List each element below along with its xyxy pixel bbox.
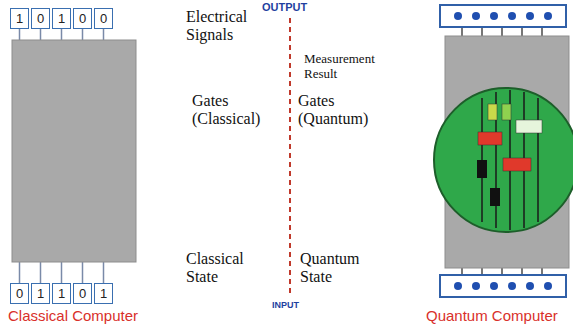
qubit-dots xyxy=(454,12,552,290)
bit-value: 1 xyxy=(58,287,65,300)
signal-label: Electrical Signals xyxy=(186,8,264,45)
bit-value: 0 xyxy=(37,12,44,25)
computer-label: Quantum Computer xyxy=(426,307,571,324)
gates-label: Gates (Quantum) xyxy=(298,92,383,129)
bit-box: 0 xyxy=(10,283,29,304)
bit-box: 0 xyxy=(94,8,113,29)
bit-box: 1 xyxy=(10,8,29,29)
bit-box: 0 xyxy=(73,8,92,29)
qubit-register xyxy=(440,5,566,297)
bit-value: 0 xyxy=(79,287,86,300)
result-label: Measurement Result xyxy=(304,52,399,82)
bit-value: 1 xyxy=(37,287,44,300)
bit-box: 1 xyxy=(94,283,113,304)
qubit-lines xyxy=(482,90,538,230)
bit-box: 1 xyxy=(31,283,50,304)
bit-value: 0 xyxy=(16,287,23,300)
bit-value: 1 xyxy=(100,287,107,300)
state-label: Quantum State xyxy=(300,250,380,287)
output-label: OUTPUT xyxy=(262,1,322,14)
bit-value: 1 xyxy=(58,12,65,25)
bit-value: 0 xyxy=(100,12,107,25)
bit-value: 0 xyxy=(79,12,86,25)
quantum-core xyxy=(434,88,573,232)
bit-box: 0 xyxy=(73,283,92,304)
computer-label: Classical Computer xyxy=(8,307,178,324)
bit-box: 1 xyxy=(52,283,71,304)
bit-box: 1 xyxy=(52,8,71,29)
quantum-gates xyxy=(477,104,542,206)
bit-box: 0 xyxy=(31,8,50,29)
bit-value: 1 xyxy=(16,12,23,25)
gates-label: Gates (Classical) xyxy=(192,92,277,129)
input-label: INPUT xyxy=(272,300,312,310)
divider-line xyxy=(289,18,291,294)
classical-chip xyxy=(12,40,136,262)
state-label: Classical State xyxy=(186,250,266,287)
